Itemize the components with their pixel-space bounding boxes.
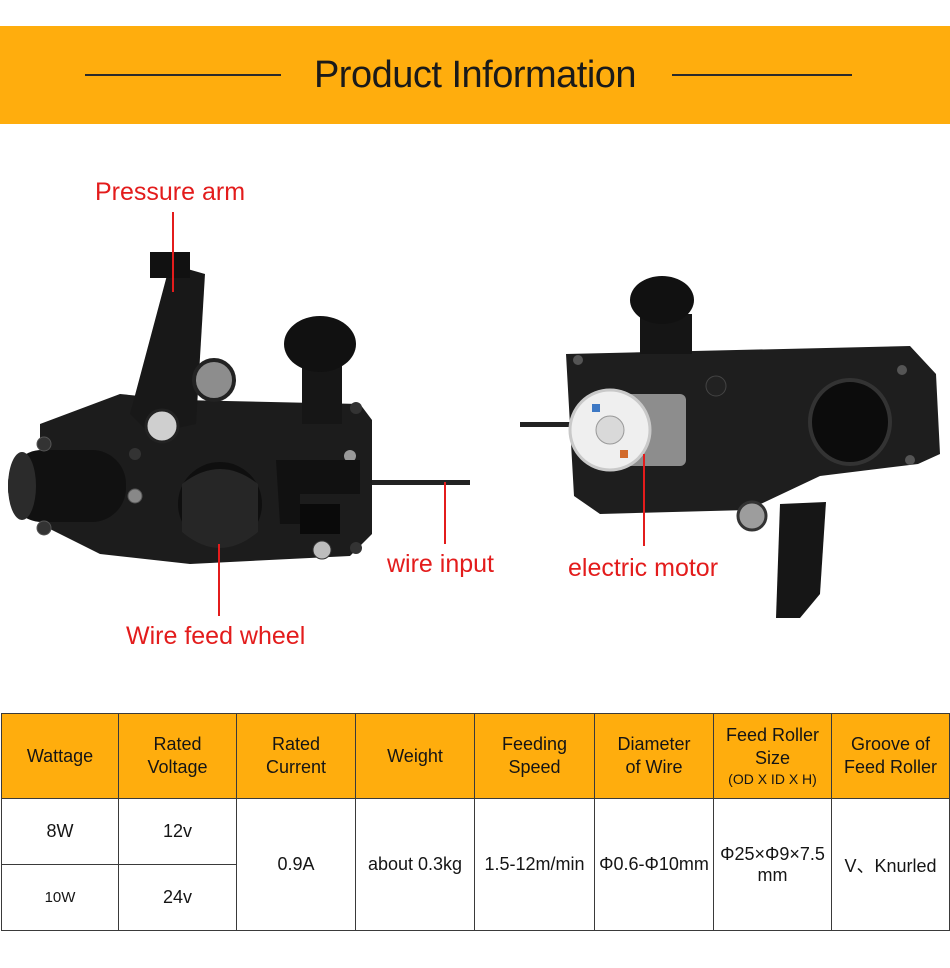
- guide-hole: [808, 378, 892, 466]
- label-wire-input: wire input: [387, 550, 494, 578]
- header-banner: Product Information: [0, 26, 950, 124]
- cell-current: 0.9A: [236, 798, 356, 931]
- product-photos: Pressure arm wire input Wire feed wheel …: [0, 124, 950, 704]
- guide-tube: [8, 450, 126, 522]
- label-wire-feed-wheel: Wire feed wheel: [126, 622, 306, 650]
- cell-wattage: 10W: [1, 864, 119, 931]
- cell-diameter: Φ0.6-Φ10mm: [594, 798, 714, 931]
- wire-feeder-rear-view: [520, 276, 940, 618]
- cell-voltage: 24v: [118, 864, 237, 931]
- table-row: 10W 24v: [1, 864, 950, 931]
- cell-wattage: 8W: [1, 798, 119, 865]
- header-weight: Weight: [355, 713, 475, 799]
- wire-input-rod: [360, 480, 470, 485]
- wire-feeder-front-view: [8, 252, 470, 564]
- cell-groove: V、Knurled: [831, 798, 950, 931]
- tension-knob: [284, 316, 356, 372]
- title-rule-right: [672, 74, 852, 76]
- wire-feeder-illustration: [8, 252, 940, 618]
- pressure-bearing: [192, 358, 236, 402]
- title-rule-left: [85, 74, 281, 76]
- label-pressure-arm: Pressure arm: [95, 178, 246, 206]
- rear-pressure-arm: [776, 502, 826, 618]
- leader-wire-input: [444, 482, 446, 544]
- table-row: 8W 12v 0.9A about 0.3kg 1.5-12m/min Φ0.6…: [1, 798, 950, 931]
- page-title: Product Information: [313, 54, 637, 96]
- leader-wire-feed-wheel: [218, 544, 220, 616]
- leader-pressure-arm: [172, 212, 174, 292]
- cell-speed: 1.5-12m/min: [474, 798, 595, 931]
- cell-voltage: 12v: [118, 798, 237, 865]
- pressure-arm: [130, 264, 205, 434]
- arm-pivot-bolt: [144, 408, 180, 444]
- label-electric-motor: electric motor: [568, 554, 719, 582]
- cell-weight: about 0.3kg: [355, 798, 475, 931]
- rear-knob: [630, 276, 694, 324]
- leader-electric-motor: [643, 454, 645, 546]
- rear-wire-rod: [520, 422, 580, 427]
- header-wattage: Wattage: [1, 713, 119, 799]
